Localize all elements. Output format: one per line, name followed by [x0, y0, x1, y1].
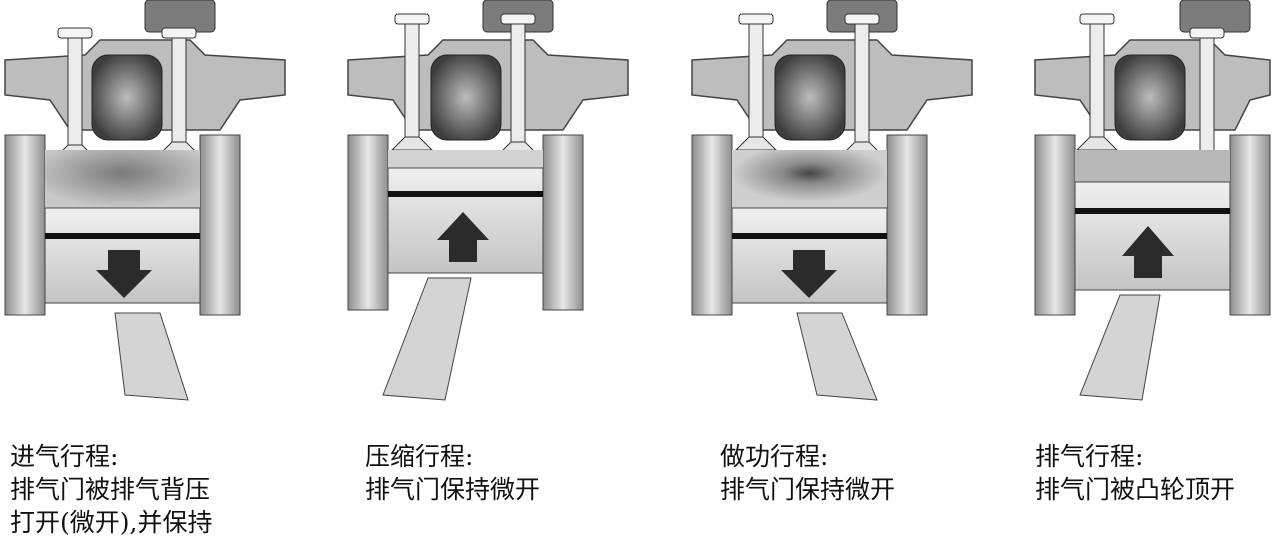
caption-compression: 压缩行程: 排气门保持微开 [365, 440, 540, 506]
engine-drawing [347, 0, 629, 401]
piston-ring [1075, 208, 1230, 214]
stage-description-line: 排气门被凸轮顶开 [1035, 475, 1236, 504]
combustion-chamber [388, 150, 543, 168]
exhaust-valve [157, 27, 201, 156]
engine-diagram-compression [343, 0, 633, 405]
combustion-chamber [732, 150, 887, 208]
stage-description-line: 排气门保持微开 [365, 475, 541, 504]
engine-diagram-power [687, 0, 977, 405]
rocker-housing [1179, 0, 1251, 33]
camshaft [774, 54, 846, 141]
camshaft [1114, 54, 1186, 141]
cylinder-wall-left [4, 134, 46, 316]
connecting-rod [114, 312, 189, 401]
engine-drawing [1034, 0, 1271, 401]
rocker-housing [144, 0, 216, 33]
up-arrow [437, 212, 489, 262]
stage-title: 做功行程: [720, 442, 829, 471]
camshaft [91, 54, 163, 141]
engine-drawing [4, 0, 286, 401]
engine-diagram-exhaust [1030, 0, 1275, 405]
cylinder-wall-right [199, 134, 241, 316]
stage-title: 进气行程: [10, 442, 119, 471]
cylinder-wall-left [347, 134, 389, 311]
down-arrow [96, 250, 152, 298]
cylinder-wall-right [542, 134, 584, 311]
piston-ring [732, 233, 887, 239]
down-arrow [781, 250, 837, 298]
intake-valve [1075, 13, 1119, 151]
cylinder-wall-left [1034, 134, 1076, 316]
caption-exhaust: 排气行程: 排气门被凸轮顶开 [1035, 440, 1235, 506]
piston-ring [388, 191, 543, 197]
cylinder-wall-right [1229, 134, 1271, 316]
engine-drawing [691, 0, 973, 401]
stage-title: 排气行程: [1035, 442, 1144, 471]
stage-description-line: 排气门保持微开 [720, 475, 896, 504]
cylinder-wall-right [886, 134, 928, 316]
up-arrow [1122, 226, 1174, 278]
caption-intake: 进气行程: 排气门被排气背压 打开(微开),并保持 [10, 440, 212, 539]
intake-valve [390, 13, 434, 151]
engine-diagram-intake [0, 0, 290, 405]
intake-valve [734, 13, 778, 151]
cylinder-wall-left [691, 134, 733, 316]
piston-ring [45, 233, 200, 239]
combustion-chamber [1075, 150, 1230, 182]
stage-description-line: 排气门被排气背压 [10, 475, 211, 504]
stage-description-line: 打开(微开),并保持 [10, 508, 213, 537]
caption-power: 做功行程: 排气门保持微开 [720, 440, 895, 506]
camshaft [430, 54, 502, 141]
connecting-rod [796, 312, 878, 401]
combustion-chamber [45, 150, 200, 208]
stage-title: 压缩行程: [365, 442, 474, 471]
connecting-rod [382, 277, 472, 401]
connecting-rod [1079, 294, 1161, 401]
